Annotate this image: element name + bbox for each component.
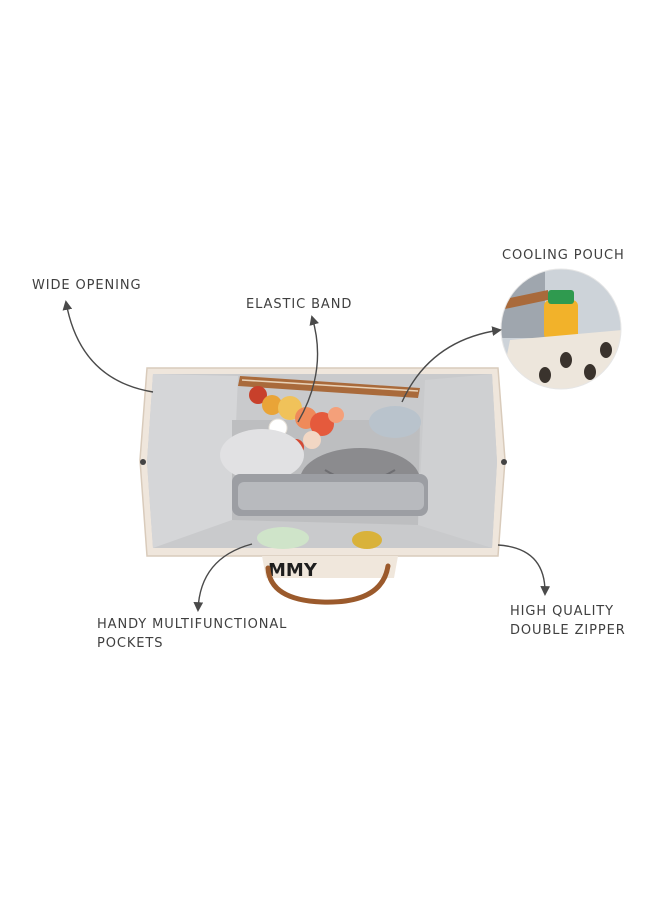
arrow-elastic-band	[297, 315, 319, 423]
label-zipper-line1: HIGH QUALITY	[510, 604, 614, 619]
arrow-zipper	[497, 544, 551, 596]
label-wide-opening: WIDE OPENING	[32, 278, 142, 293]
cooling-pouch-inset	[500, 268, 622, 390]
arrow-pockets	[193, 543, 253, 612]
label-cooling-pouch: COOLING POUCH	[502, 248, 625, 263]
label-pockets-line1: HANDY MULTIFUNCTIONAL	[97, 617, 288, 632]
bag-print-text: MMY	[268, 560, 318, 581]
callout-arrows	[62, 300, 551, 612]
label-double-zipper: HIGH QUALITY DOUBLE ZIPPER	[510, 602, 626, 640]
diaper-bag: MMY	[139, 367, 507, 605]
arrow-wide-opening	[62, 300, 154, 393]
label-multifunctional-pockets: HANDY MULTIFUNCTIONAL POCKETS	[97, 615, 287, 653]
arrow-cooling-pouch	[401, 326, 502, 403]
label-zipper-line2: DOUBLE ZIPPER	[510, 623, 626, 638]
label-elastic-band: ELASTIC BAND	[246, 297, 353, 312]
label-pockets-line2: POCKETS	[97, 636, 164, 651]
